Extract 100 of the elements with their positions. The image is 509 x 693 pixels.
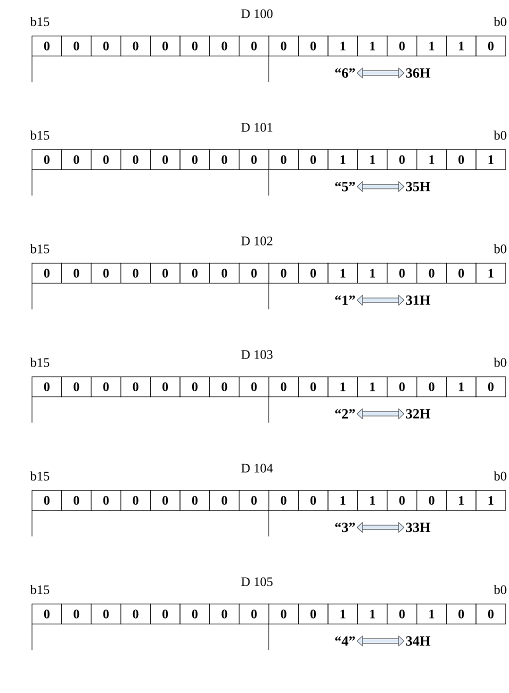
register-label: D 105 [241,577,273,586]
bit-cell: 1 [328,490,358,511]
bit-cell: 0 [268,262,299,284]
bit-cell: 0 [386,604,418,624]
bit-cell: 1 [357,262,388,284]
bit-cell: 0 [120,36,151,56]
double-arrow [356,636,404,646]
double-arrow [356,294,404,306]
bit-cell: 0 [416,490,447,511]
bit-cell: 0 [209,604,240,624]
bit-cell: 0 [32,149,62,170]
bit-cell: 0 [209,149,240,170]
bit-cell: 0 [120,376,151,398]
bit-cell: 0 [268,604,299,624]
register-label: D 102 [241,236,272,246]
bit-cell: 0 [298,149,328,170]
bit-label: b0 [494,16,506,26]
bit-cell: 0 [268,376,299,398]
text-label: “3” [335,522,355,532]
bit-cell: 0 [238,490,270,511]
bit-cell: 0 [32,36,62,56]
bit-cell: 0 [180,604,210,624]
bit-label: b0 [494,244,506,254]
bit-cell: 1 [416,604,447,624]
bit-label: b0 [494,471,506,481]
bit-cell: 0 [61,490,92,511]
bit-cell: 0 [476,604,506,624]
bit-cell: 0 [268,490,299,511]
bit-cell: 0 [238,376,270,398]
bit-cell: 0 [180,149,210,170]
bit-cell: 0 [180,262,210,284]
bit-label: b0 [494,130,506,140]
bit-cell: 0 [120,262,151,284]
register-label: D 104 [241,464,273,473]
bit-cell: 0 [61,604,92,624]
bit-cell: 0 [268,36,299,56]
text-label: 35H [406,182,430,192]
bit-cell: 0 [446,604,476,624]
bit-cell: 0 [90,149,122,170]
bit-cell: 1 [416,149,447,170]
bit-label: b15 [30,584,50,594]
bit-cell: 1 [328,376,358,398]
bit-cell: 0 [209,376,240,398]
text-label: “1” [335,296,355,305]
bit-label: b15 [30,244,50,254]
double-arrow [356,522,404,533]
bit-cell: 1 [446,490,476,511]
bit-cell: 0 [90,490,122,511]
bit-cell: 0 [416,376,447,398]
bit-cell: 0 [386,376,418,398]
bit-cell: 1 [476,490,506,511]
bit-cell: 0 [90,376,122,398]
double-arrow [356,68,404,78]
bit-cell: 1 [446,376,476,398]
bit-cell: 1 [357,149,388,170]
bit-cell: 0 [32,262,62,284]
register-label: D 103 [241,350,273,359]
bit-cell: 0 [238,604,270,624]
bit-cell: 0 [298,376,328,398]
bit-cell: 0 [476,36,506,56]
double-arrow [356,408,404,420]
bit-cell: 0 [386,149,418,170]
bit-cell: 0 [120,490,151,511]
bit-cell: 0 [150,262,180,284]
bit-cell: 0 [90,604,122,624]
text-label: “2” [335,409,355,418]
bit-cell: 0 [238,262,270,284]
register-label: D 101 [241,122,272,132]
bit-cell: 0 [238,36,270,56]
bit-label: b15 [30,16,50,26]
bit-cell: 0 [298,604,328,624]
bit-cell: 0 [298,490,328,511]
bit-label: b0 [494,584,506,594]
text-label: 31H [406,296,430,305]
bit-cell: 0 [150,149,180,170]
bit-cell: 1 [446,36,476,56]
bit-label: b0 [494,358,506,367]
bit-cell: 1 [328,149,358,170]
bit-cell: 1 [328,604,358,624]
bit-cell: 0 [416,262,447,284]
bit-cell: 0 [386,262,418,284]
bit-cell: 0 [61,262,92,284]
bit-cell: 1 [357,376,388,398]
bit-cell: 0 [476,376,506,398]
bit-cell: 0 [32,376,62,398]
bit-cell: 0 [238,149,270,170]
bit-cell: 1 [476,149,506,170]
bit-cell: 0 [150,604,180,624]
bit-cell: 0 [209,36,240,56]
bit-cell: 0 [386,490,418,511]
bit-cell: 0 [209,490,240,511]
bit-cell: 0 [61,149,92,170]
bit-cell: 0 [298,36,328,56]
bit-cell: 0 [386,36,418,56]
bit-cell: 1 [357,490,388,511]
bit-cell: 0 [32,604,62,624]
bit-cell: 1 [357,604,388,624]
bit-cell: 0 [180,376,210,398]
text-label: “5” [335,182,355,192]
bit-cell: 0 [446,149,476,170]
